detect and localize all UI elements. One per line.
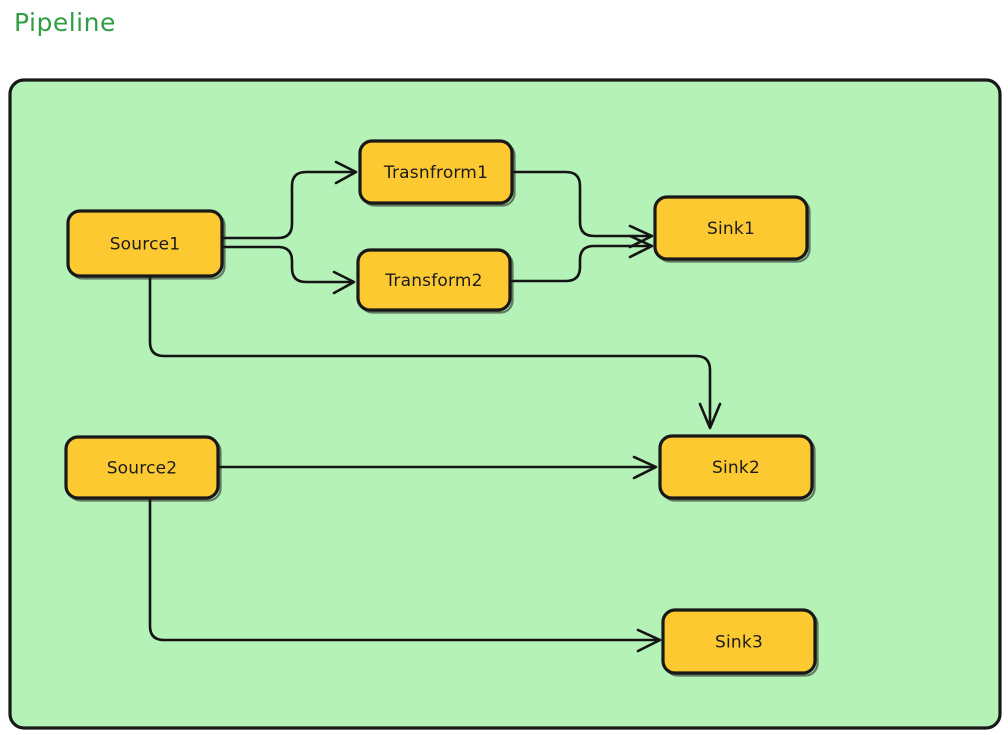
edge-transform1-sink1-arrowhead <box>628 224 654 249</box>
node-sink1-label: Sink1 <box>707 219 755 239</box>
edge-transform2-sink1-arrowhead <box>628 234 654 259</box>
node-transform2[interactable]: Transform2 <box>356 248 514 314</box>
node-sink3-label: Sink3 <box>715 633 763 653</box>
node-sink1[interactable]: Sink1 <box>653 195 811 263</box>
edge-source1-transform2-arrowhead <box>332 270 356 295</box>
edge-source1-sink2[interactable] <box>148 274 712 426</box>
edges-layer <box>148 160 722 653</box>
edge-source1-sink2-arrowhead <box>698 402 722 430</box>
node-sink2-label: Sink2 <box>712 458 760 478</box>
node-source1-label: Source1 <box>110 235 181 255</box>
node-transform1-box[interactable] <box>358 139 514 205</box>
node-transform2-label: Transform2 <box>384 271 482 291</box>
node-source2-box[interactable] <box>64 435 220 500</box>
edge-source1-transform1-arrowhead <box>334 160 358 185</box>
node-sink3[interactable]: Sink3 <box>661 608 819 677</box>
node-source2[interactable]: Source2 <box>64 435 222 502</box>
edge-source2-sink3-arrowhead <box>636 628 662 653</box>
edge-transform2-sink1[interactable] <box>508 244 650 283</box>
node-sink2-box[interactable] <box>658 434 814 500</box>
node-source2-label: Source2 <box>107 459 178 479</box>
node-sink1-box[interactable] <box>653 195 809 261</box>
edge-source1-transform2[interactable] <box>220 245 352 284</box>
page-title: Pipeline <box>14 8 116 37</box>
node-transform1[interactable]: Trasnfrorm1 <box>358 139 516 207</box>
node-source1-box[interactable] <box>66 209 224 278</box>
edge-source2-sink3[interactable] <box>148 496 658 642</box>
node-sink3-box[interactable] <box>661 608 817 675</box>
edge-source2-sink2-arrowhead <box>632 455 658 480</box>
edge-transform1-sink1[interactable] <box>510 170 650 238</box>
edge-source1-transform1[interactable] <box>220 170 354 240</box>
node-sink2[interactable]: Sink2 <box>658 434 816 502</box>
node-transform1-label: Trasnfrorm1 <box>383 163 488 183</box>
node-transform2-box[interactable] <box>356 248 512 312</box>
node-source1[interactable]: Source1 <box>66 209 226 280</box>
